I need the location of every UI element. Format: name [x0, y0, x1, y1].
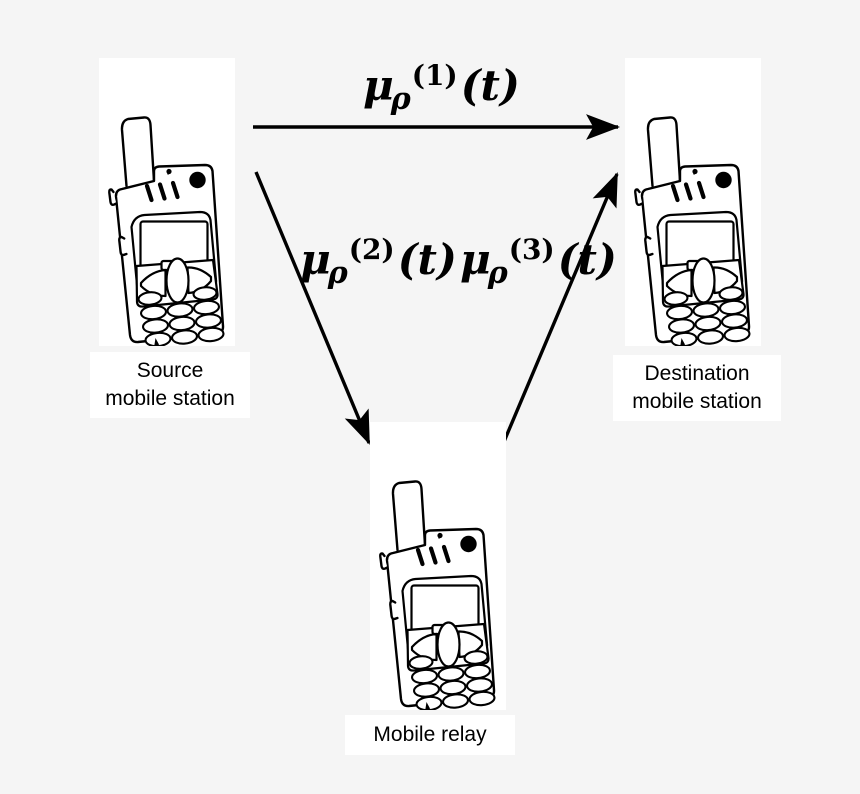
node-relay[interactable]: [370, 422, 506, 710]
label-destination-line-1: Destination: [644, 362, 750, 386]
link-3-argument: (t): [557, 234, 617, 284]
link-label-1: μρ(1)(t): [363, 62, 520, 115]
label-relay: Mobile relay: [345, 715, 515, 755]
link-2-rho: ρ: [327, 255, 348, 291]
mobile-phone-icon: [108, 116, 225, 346]
link-3-superscript: (3): [508, 233, 555, 266]
mobile-phone-icon: [379, 480, 496, 710]
link-3-rho: ρ: [487, 255, 508, 291]
label-source-line-1: Source: [136, 359, 204, 383]
link-2-mu: μ: [300, 234, 331, 284]
link-label-2: μρ(2)(t): [300, 236, 457, 289]
phone-nav-key: [165, 257, 190, 304]
node-source[interactable]: [99, 58, 235, 346]
arrow-relay-to-destination: [501, 172, 619, 445]
node-destination[interactable]: [625, 58, 761, 346]
phone-led-icon: [460, 535, 477, 553]
link-2-superscript: (2): [348, 233, 395, 266]
link-1-rho: ρ: [390, 81, 411, 117]
label-destination: Destination mobile station: [613, 355, 781, 421]
label-source-line-2: mobile station: [105, 387, 235, 410]
label-relay-line-1: Mobile relay: [373, 723, 487, 747]
phone-keypad: [137, 286, 225, 346]
link-1-mu: μ: [363, 60, 394, 110]
label-source: Source mobile station: [90, 352, 250, 418]
arrow-source-to-relay: [254, 171, 371, 445]
phone-nav-key: [691, 257, 716, 304]
phone-led-icon: [189, 171, 206, 189]
mobile-phone-icon: [634, 116, 751, 346]
link-1-argument: (t): [460, 60, 520, 110]
link-2-argument: (t): [397, 234, 457, 284]
link-label-3: μρ(3)(t): [460, 236, 617, 289]
phone-keypad: [663, 286, 751, 346]
link-1-superscript: (1): [411, 59, 458, 92]
phone-keypad: [408, 650, 496, 710]
phone-nav-key: [436, 621, 461, 668]
link-3-mu: μ: [460, 234, 491, 284]
label-destination-line-2: mobile station: [632, 390, 762, 413]
phone-led-icon: [715, 171, 732, 189]
